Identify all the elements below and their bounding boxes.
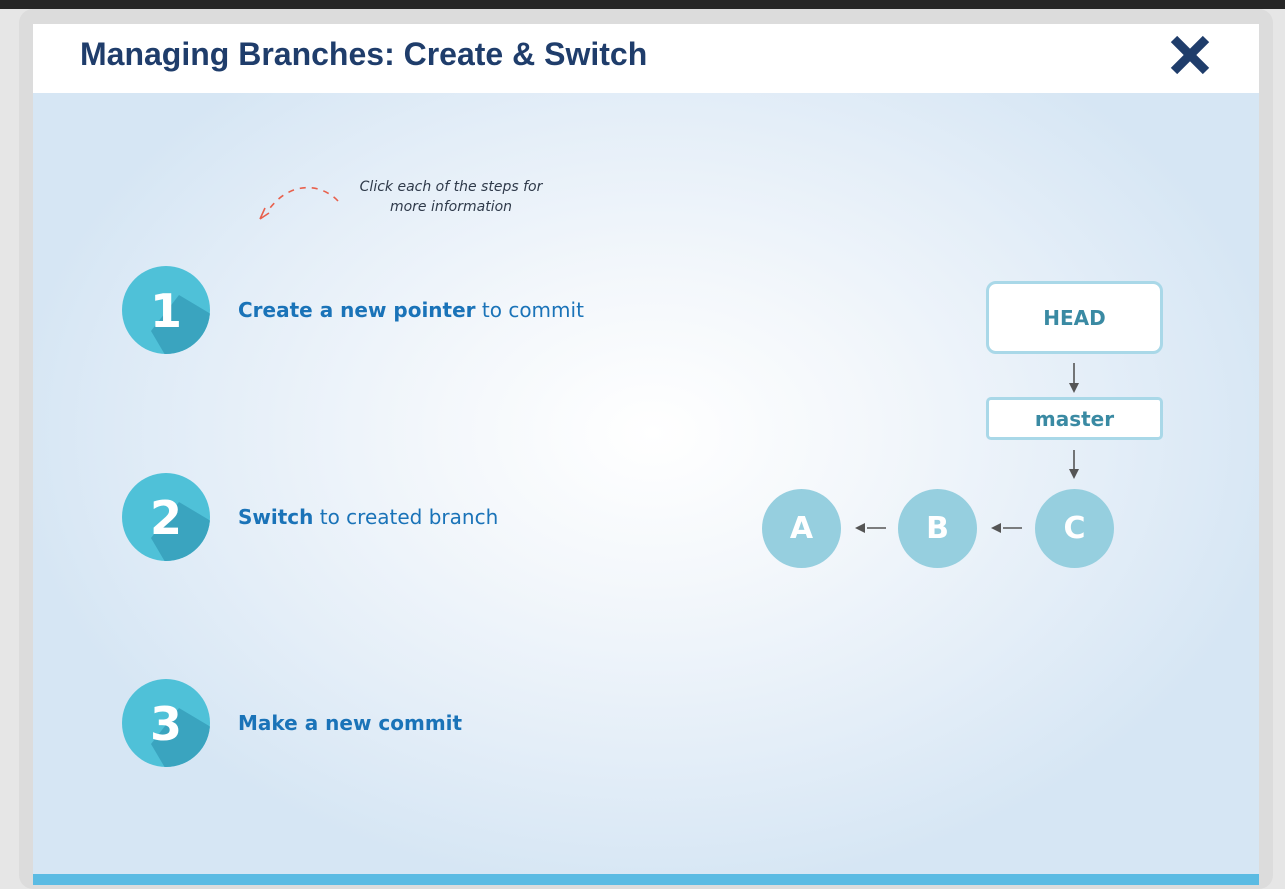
master-branch-box: master bbox=[986, 397, 1163, 440]
step-2-label-bold: Switch bbox=[238, 505, 314, 529]
step-2-button[interactable]: 2 Switch to created branch bbox=[121, 472, 621, 562]
step-1-label: Create a new pointer to commit bbox=[238, 298, 584, 322]
page-title: Managing Branches: Create & Switch bbox=[80, 36, 648, 72]
instruction-hint: Click each of the steps for more informa… bbox=[351, 177, 551, 217]
hint-line-1: Click each of the steps for bbox=[359, 179, 543, 195]
step-1-button[interactable]: 1 Create a new pointer to commit bbox=[121, 265, 621, 355]
head-pointer-box: HEAD bbox=[986, 281, 1163, 354]
step-2-badge: 2 bbox=[122, 473, 210, 561]
step-3-label-bold: Make a new commit bbox=[238, 711, 463, 735]
hint-line-2: more information bbox=[389, 199, 513, 215]
step-2-number: 2 bbox=[150, 491, 182, 545]
step-1-badge: 1 bbox=[122, 266, 210, 354]
arrow-b-to-a-icon bbox=[855, 523, 886, 533]
footer-accent-bar bbox=[33, 874, 1259, 885]
content-stage: Click each of the steps for more informa… bbox=[33, 93, 1259, 874]
step-3-number: 3 bbox=[150, 697, 182, 751]
step-3-button[interactable]: 3 Make a new commit bbox=[121, 678, 621, 768]
commit-b-node: B bbox=[898, 489, 977, 568]
step-1-label-bold: Create a new pointer bbox=[238, 298, 476, 322]
arrow-master-to-c-icon bbox=[1069, 450, 1079, 479]
step-3-badge: 3 bbox=[122, 679, 210, 767]
modal-dialog: Managing Branches: Create & Switch Click… bbox=[33, 24, 1259, 885]
step-3-label: Make a new commit bbox=[238, 711, 462, 735]
commit-a-node: A bbox=[762, 489, 841, 568]
modal-header: Managing Branches: Create & Switch bbox=[33, 24, 1259, 93]
curved-dashed-arrow-icon bbox=[259, 186, 339, 220]
arrow-c-to-b-icon bbox=[991, 523, 1022, 533]
step-2-label-rest: to created branch bbox=[313, 505, 499, 529]
step-1-number: 1 bbox=[150, 284, 182, 338]
close-button[interactable] bbox=[1165, 30, 1215, 80]
arrow-head-to-master-icon bbox=[1069, 363, 1079, 393]
step-1-label-rest: to commit bbox=[475, 298, 584, 322]
step-2-label: Switch to created branch bbox=[238, 505, 498, 529]
browser-top-strip bbox=[0, 0, 1285, 9]
close-x-icon bbox=[1170, 35, 1210, 75]
commit-c-node: C bbox=[1035, 489, 1114, 568]
